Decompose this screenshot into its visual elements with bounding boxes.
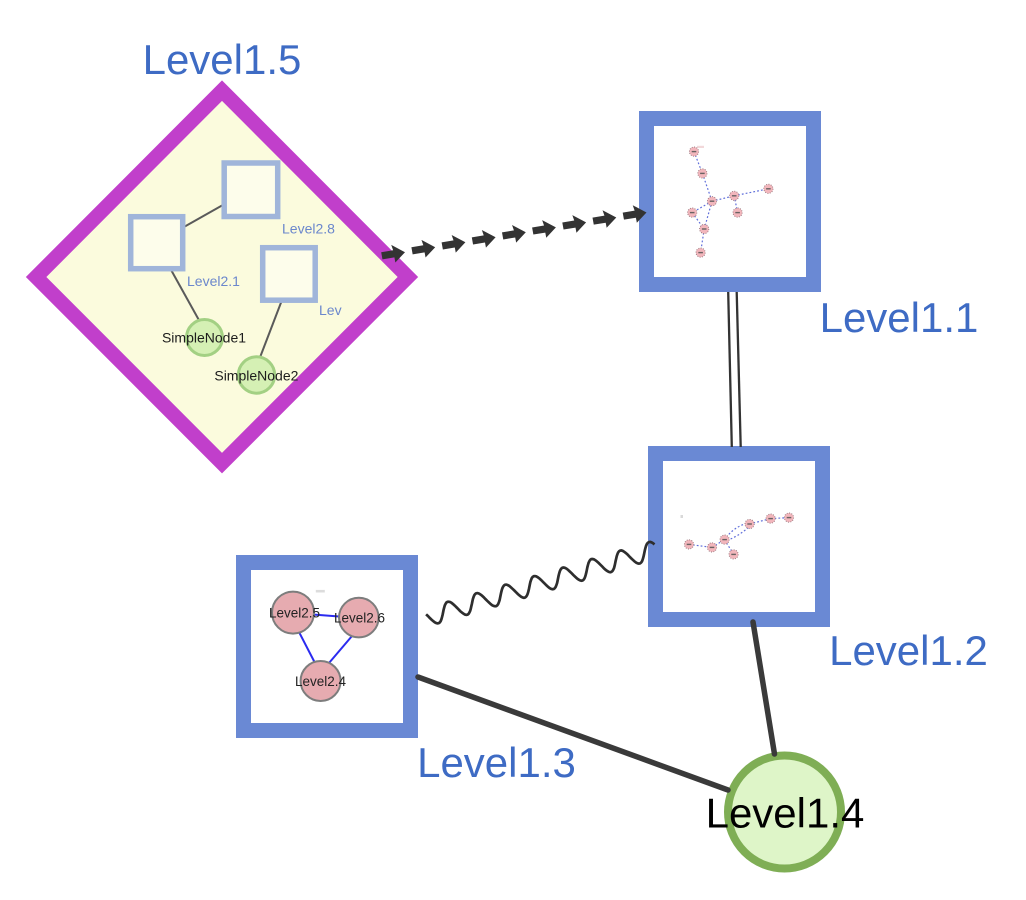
svg-text:Level2.6: Level2.6 bbox=[334, 611, 385, 626]
svg-text:Level1.5: Level1.5 bbox=[143, 36, 302, 83]
svg-text:SimpleNode1: SimpleNode1 bbox=[162, 330, 246, 346]
svg-text:Level2.1: Level2.1 bbox=[187, 273, 240, 289]
svg-text:Level1.1: Level1.1 bbox=[820, 294, 979, 341]
svg-text:Level2.5: Level2.5 bbox=[269, 606, 320, 621]
svg-text:SimpleNode2: SimpleNode2 bbox=[214, 368, 298, 384]
svg-text:Level1.4: Level1.4 bbox=[706, 790, 865, 837]
svg-text:Level1.2: Level1.2 bbox=[829, 627, 988, 674]
svg-text:Level2.8: Level2.8 bbox=[282, 221, 335, 237]
svg-text:Level2.4: Level2.4 bbox=[295, 674, 347, 689]
svg-text:Level1.3: Level1.3 bbox=[417, 739, 576, 786]
svg-text:Lev: Lev bbox=[319, 302, 342, 318]
